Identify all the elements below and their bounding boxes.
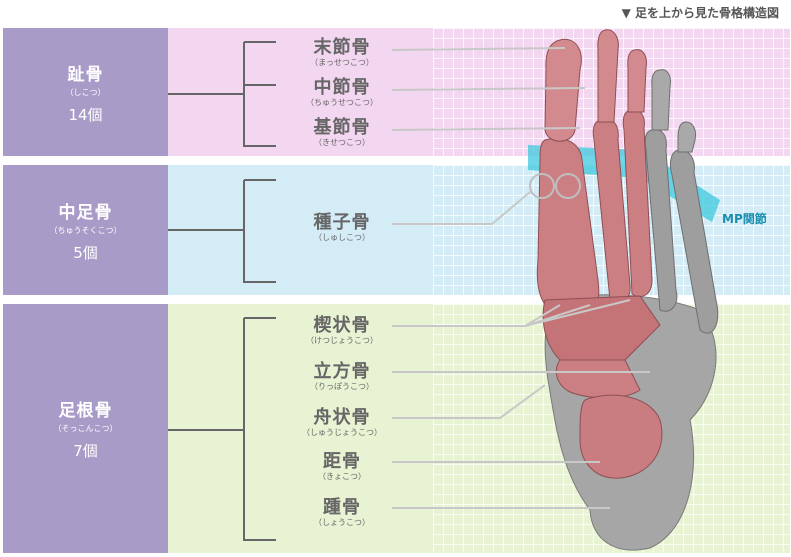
- leader-sesamoid: [392, 191, 531, 225]
- toe-1: [544, 38, 582, 142]
- bone-reading: （しゅうじょうこつ）: [302, 428, 382, 437]
- category-metatarsals: 中足骨 （ちゅうそくこつ） 5個: [3, 165, 168, 295]
- leader-distal-phalanx: [391, 47, 566, 51]
- talus-bone: [579, 394, 663, 479]
- bone-reading: （まっせつこつ）: [310, 58, 374, 67]
- category-phalanges: 趾骨 （しこつ） 14個: [3, 28, 168, 156]
- category-reading: （ちゅうそくこつ）: [49, 225, 122, 235]
- bone-name: 舟状骨: [313, 407, 371, 428]
- bracket-phalanges: [168, 41, 276, 147]
- mp-joint-label: MP関節: [722, 212, 767, 226]
- category-name: 足根骨: [58, 401, 113, 421]
- sesamoid-circle: [555, 173, 581, 199]
- diagram-title: ▼ 足を上から見た骨格構造図: [621, 6, 779, 20]
- bone-reading: （しょうこつ）: [314, 518, 370, 527]
- leader-lines: [391, 47, 650, 509]
- metatarsal-3: [622, 109, 653, 298]
- label-talus: 距骨 （きょこつ）: [282, 452, 402, 482]
- bone-name: 種子骨: [313, 212, 371, 233]
- bone-name: 楔状骨: [313, 315, 371, 336]
- toe-2: [597, 29, 619, 123]
- sesamoid-circle: [529, 173, 555, 199]
- bone-name: 立方骨: [313, 361, 371, 382]
- label-cuboid: 立方骨 （りっぽうこつ）: [282, 362, 402, 392]
- bone-reading: （きせつこつ）: [314, 138, 370, 147]
- label-calcaneus: 踵骨 （しょうこつ）: [282, 498, 402, 528]
- label-cuneiform: 楔状骨 （けつじょうこつ）: [282, 316, 402, 346]
- bone-reading: （りっぽうこつ）: [310, 382, 374, 391]
- category-count: 7個: [73, 442, 98, 460]
- category-count: 14個: [68, 105, 103, 124]
- label-middle-phalanx: 中節骨 （ちゅうせつこつ）: [282, 78, 402, 108]
- category-reading: （しこつ）: [65, 87, 106, 97]
- leader-proximal-phalanx: [391, 127, 581, 131]
- label-sesamoid: 種子骨 （しゅしこつ）: [282, 213, 402, 243]
- category-name: 趾骨: [67, 64, 104, 85]
- bone-reading: （ちゅうせつこつ）: [306, 98, 378, 107]
- category-count: 5個: [73, 243, 98, 262]
- bracket-metatarsals: [168, 179, 276, 283]
- bone-name: 中節骨: [313, 77, 371, 98]
- bone-name: 基節骨: [313, 117, 371, 138]
- metatarsal-5: [669, 149, 719, 334]
- label-distal-phalanx: 末節骨 （まっせつこつ）: [282, 38, 402, 68]
- toe-5: [677, 121, 696, 153]
- metatarsal-4: [644, 129, 678, 312]
- category-name: 中足骨: [58, 202, 113, 223]
- bone-reading: （しゅしこつ）: [314, 233, 370, 242]
- bracket-tarsals: [168, 317, 276, 541]
- category-tarsals: 足根骨 （そっこんこつ） 7個: [3, 304, 168, 553]
- bone-name: 距骨: [323, 451, 361, 472]
- bone-name: 末節骨: [313, 37, 371, 58]
- bone-name: 踵骨: [323, 497, 361, 518]
- bone-reading: （きょこつ）: [318, 472, 366, 481]
- label-proximal-phalanx: 基節骨 （きせつこつ）: [282, 118, 402, 148]
- toe-4: [651, 69, 671, 131]
- leader-cuneiform: [392, 299, 631, 327]
- label-navicular: 舟状骨 （しゅうじょうこつ）: [282, 408, 402, 438]
- bone-reading: （けつじょうこつ）: [306, 336, 378, 345]
- leader-navicular: [392, 384, 546, 419]
- toe-3: [627, 49, 647, 113]
- leader-middle-phalanx: [391, 87, 586, 91]
- cuneiform-bones: [542, 295, 661, 361]
- category-reading: （そっこんこつ）: [53, 424, 118, 433]
